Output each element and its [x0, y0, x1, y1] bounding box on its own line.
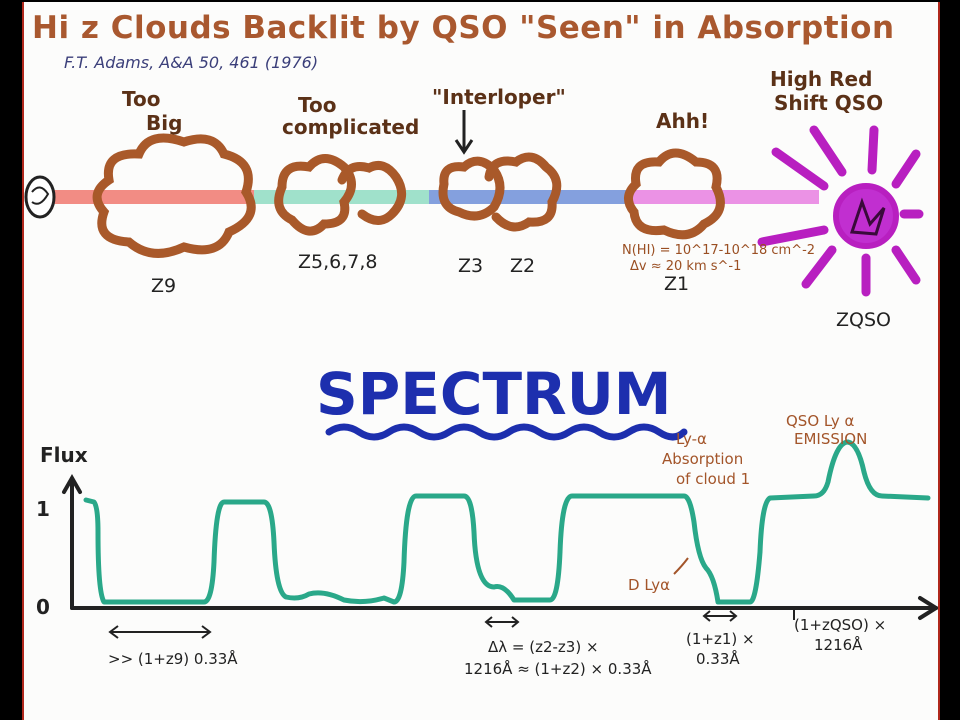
cloud-z9: [92, 133, 256, 258]
reference-citation: F.T. Adams, A&A 50, 461 (1976): [64, 53, 318, 72]
redshift-zqso: ZQSO: [836, 309, 891, 331]
lya-absorption-line1: Ly-α: [676, 430, 707, 448]
y-tick-0: 0: [36, 595, 50, 619]
diagram-canvas: Hi z Clouds Backlit by QSO "Seen" in Abs…: [24, 10, 938, 678]
width-z1-formula-line2: 0.33Å: [696, 649, 740, 668]
spectrum-trace: [83, 439, 931, 605]
redshift-z2: Z2: [510, 255, 535, 277]
label-high-red-shift-line2: Shift QSO: [774, 91, 883, 115]
label-too-big-line1: Too: [122, 87, 160, 111]
label-ahh: Ahh!: [656, 109, 709, 133]
label-high-red-shift-line1: High Red: [770, 67, 872, 91]
beam-segment-red: [54, 190, 254, 204]
delta-lambda-formula-line2: 1216Å ≈ (1+z2) × 0.33Å: [464, 659, 652, 678]
qso-position-formula-line1: (1+zQSO) ×: [794, 616, 886, 634]
cloud-z2: [484, 152, 562, 232]
qso-lya-emission-line1: QSO Ly α: [786, 412, 855, 430]
whiteboard: Hi z Clouds Backlit by QSO "Seen" in Abs…: [22, 2, 940, 720]
label-interloper: "Interloper": [432, 85, 566, 109]
delta-lambda-formula-line1: Δλ = (z2-z3) ×: [488, 638, 599, 656]
lya-absorption-line3: of cloud 1: [676, 470, 750, 488]
y-axis-label: Flux: [40, 443, 88, 467]
cloud-z5678-a: [274, 154, 356, 236]
qso-position-formula-line2: 1216Å: [814, 635, 863, 654]
label-too-big-line2: Big: [146, 111, 182, 135]
label-too-complicated-line2: complicated: [282, 115, 419, 139]
spectrum-underline: [325, 423, 688, 441]
x-axis-arrow-icon: [918, 596, 938, 620]
cloud-z1: [624, 148, 725, 240]
diagram-title: Hi z Clouds Backlit by QSO "Seen" in Abs…: [32, 10, 895, 46]
width-z9-formula: >> (1+z9) 0.33Å: [108, 649, 238, 668]
width-markers: [108, 608, 795, 639]
cloud1-column-density: N(HI) = 10^17-10^18 cm^-2: [622, 243, 815, 258]
lya-absorption-line2: Absorption: [662, 450, 743, 468]
y-tick-1: 1: [36, 497, 50, 521]
redshift-z3: Z3: [458, 255, 483, 277]
qso-starburst-icon: [757, 125, 924, 297]
interloper-arrow-icon: [454, 110, 474, 155]
spectrum-axes: [62, 473, 938, 620]
cloud-z5678-b: [337, 161, 407, 225]
qso-lya-emission-line2: EMISSION: [794, 430, 867, 448]
redshift-z9: Z9: [151, 275, 176, 297]
width-z1-formula-line1: (1+z1) ×: [686, 630, 755, 648]
cloud-z3: [438, 156, 505, 221]
redshift-z1: Z1: [664, 273, 689, 295]
redshift-z5678: Z5,6,7,8: [298, 251, 378, 273]
y-axis-arrow-icon: [62, 473, 82, 494]
observer-eye-icon: [24, 175, 56, 219]
d-lya-pointer-icon: [673, 557, 689, 575]
beam-segment-teal: [254, 190, 429, 204]
beam-segment-blue: [429, 190, 629, 204]
label-too-complicated-line1: Too: [298, 93, 336, 117]
d-lya-label: D Lyα: [628, 576, 670, 594]
spectrum-heading: SPECTRUM: [316, 360, 672, 428]
sightline: [54, 190, 819, 204]
cloud1-velocity-width: Δv ≈ 20 km s^-1: [630, 259, 741, 274]
